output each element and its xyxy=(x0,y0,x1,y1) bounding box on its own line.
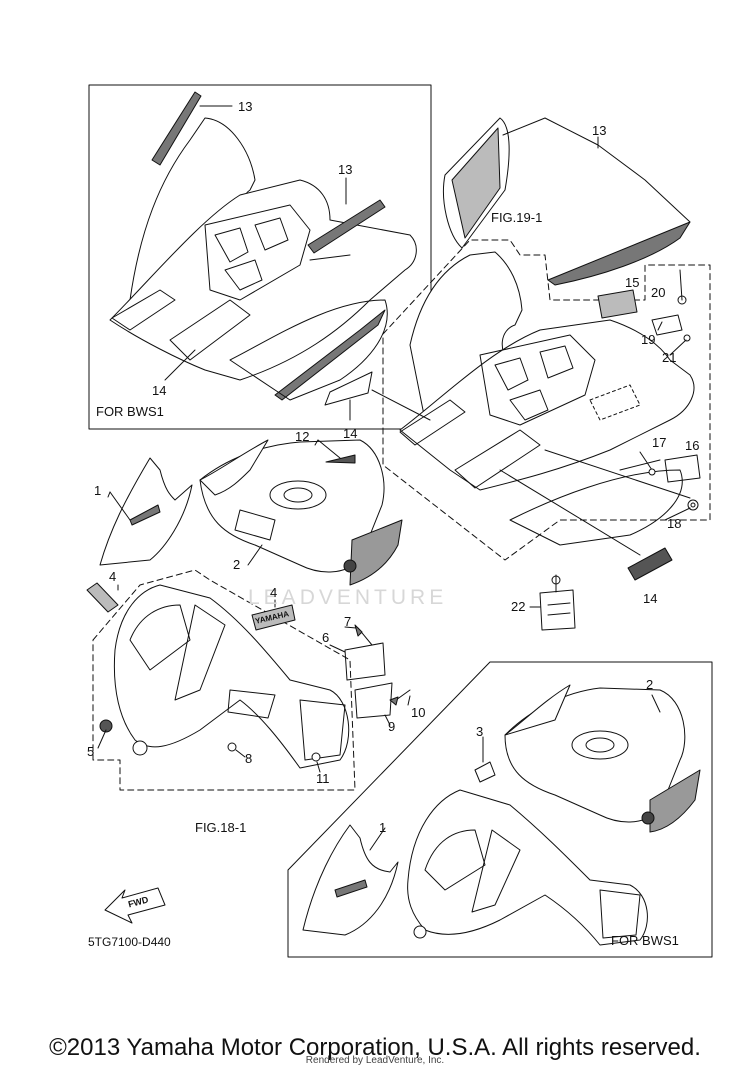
tank-cover-2 xyxy=(199,439,403,586)
fig18-group xyxy=(86,569,411,791)
watermark-text: LEADVENTURE xyxy=(248,586,448,609)
fwd-arrow xyxy=(104,887,166,924)
copyright-notice: ©2013 Yamaha Motor Corporation, U.S.A. A… xyxy=(49,1034,701,1061)
callout-22: 22 xyxy=(511,599,526,614)
callout-10: 10 xyxy=(411,705,426,720)
callout-18: 18 xyxy=(667,516,682,531)
caption-fig19: FIG.19-1 xyxy=(491,210,543,225)
callout-4: 4 xyxy=(270,585,278,600)
callout-7: 7 xyxy=(344,614,352,629)
leader-lines xyxy=(97,321,691,851)
callout-5: 5 xyxy=(87,744,95,759)
callout-12: 12 xyxy=(295,429,310,444)
decal-14-mid xyxy=(324,371,431,421)
callout-14: 14 xyxy=(152,383,167,398)
callout-13: 13 xyxy=(592,123,607,138)
callout-15: 15 xyxy=(625,275,640,290)
callout-20: 20 xyxy=(651,285,666,300)
callout-13: 13 xyxy=(238,99,253,114)
caption-bws-bottom: FOR BWS1 xyxy=(611,933,679,948)
part-code: 5TG7100-D440 xyxy=(88,935,171,949)
callout-3: 3 xyxy=(476,724,484,739)
fig19-group xyxy=(382,239,711,561)
decal-22 xyxy=(529,574,576,631)
callout-8: 8 xyxy=(245,751,253,766)
callout-2: 2 xyxy=(233,557,241,572)
callout-6: 6 xyxy=(322,630,330,645)
callout-11: 11 xyxy=(316,771,330,786)
callout-9: 9 xyxy=(388,719,396,734)
callout-21: 21 xyxy=(662,350,677,365)
decal-13-set xyxy=(443,117,691,286)
decal-1-front xyxy=(99,457,193,566)
callout-13: 13 xyxy=(338,162,353,177)
callout-19: 19 xyxy=(641,332,656,347)
inset-box-bottom-right xyxy=(287,661,713,958)
callout-14: 14 xyxy=(643,591,658,606)
caption-bws-top: FOR BWS1 xyxy=(96,404,164,419)
callout-2: 2 xyxy=(646,677,654,692)
callout-14: 14 xyxy=(343,426,358,441)
rendered-by-notice: Rendered by LeadVenture, Inc. xyxy=(305,1055,445,1066)
inset-box-top-left xyxy=(88,84,432,430)
callout-1: 1 xyxy=(379,820,387,835)
small-parts-right xyxy=(499,269,701,581)
callout-16: 16 xyxy=(685,438,700,453)
callout-1: 1 xyxy=(94,483,102,498)
caption-fig18: FIG.18-1 xyxy=(195,820,247,835)
callout-4: 4 xyxy=(109,569,117,584)
callout-17: 17 xyxy=(652,435,667,450)
